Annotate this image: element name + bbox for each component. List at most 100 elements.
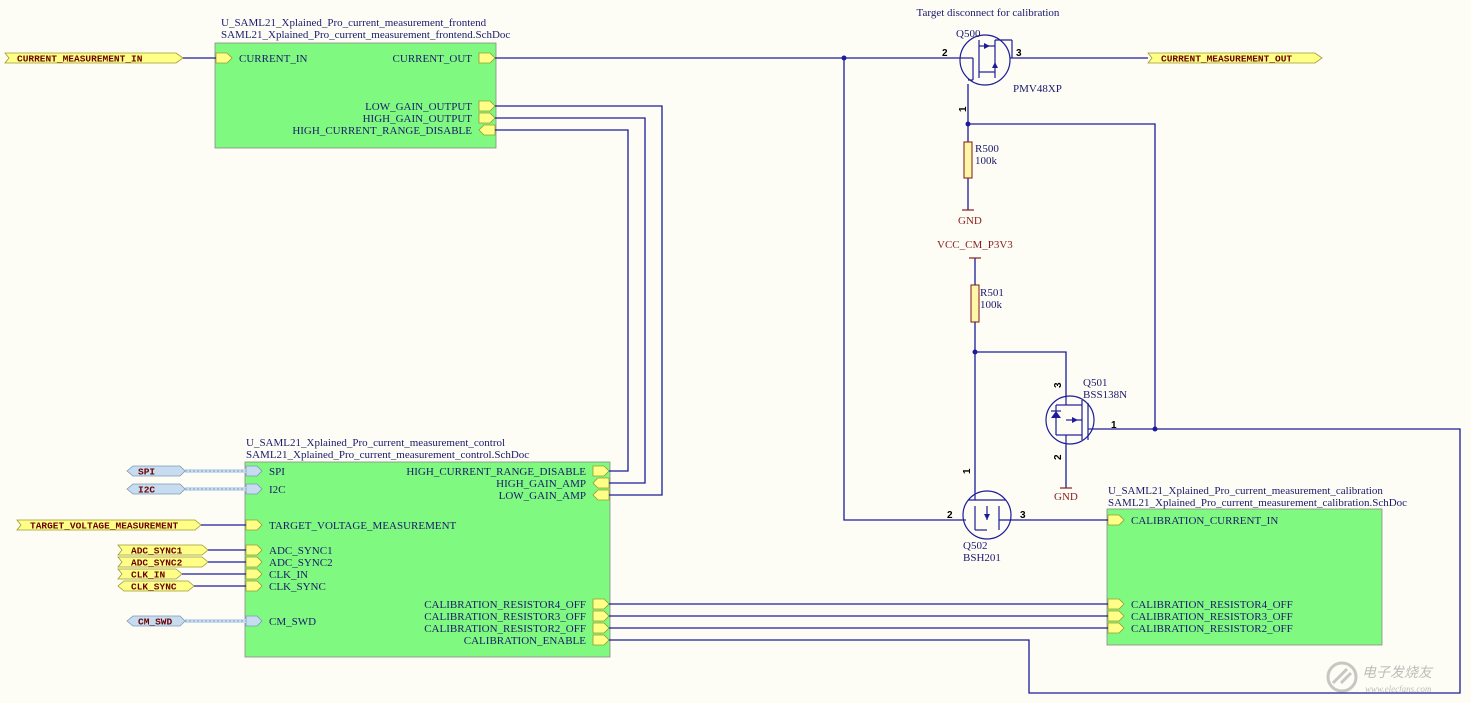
- entry-cal-sheet-r4-off: CALIBRATION_RESISTOR4_OFF: [1131, 599, 1293, 611]
- svg-text:SPI: SPI: [138, 467, 155, 478]
- entry-cal-current-in: CALIBRATION_CURRENT_IN: [1131, 515, 1278, 527]
- svg-text:CLK_IN: CLK_IN: [131, 570, 166, 581]
- sheet-control[interactable]: U_SAML21_Xplained_Pro_current_measuremen…: [244, 437, 611, 658]
- q501-value: BSS138N: [1083, 389, 1127, 401]
- wires: [182, 57, 1461, 694]
- port-target-voltage-measurement[interactable]: TARGET_VOLTAGE_MEASUREMENT: [16, 519, 202, 532]
- sheet-calibration[interactable]: U_SAML21_Xplained_Pro_current_measuremen…: [1106, 485, 1407, 646]
- sheet-frontend-file: SAML21_Xplained_Pro_current_measurement_…: [221, 29, 510, 41]
- entry-low-gain-amp: LOW_GAIN_AMP: [499, 490, 586, 502]
- entry-i2c-marker: [245, 483, 263, 495]
- resistor-r501[interactable]: R501 100k: [970, 284, 1004, 323]
- entry-low-gain-amp-marker: [592, 489, 610, 501]
- r501-value: 100k: [980, 299, 1003, 311]
- port-spi[interactable]: SPI: [126, 465, 186, 478]
- svg-text:I2C: I2C: [138, 485, 155, 496]
- entry-cal-r4-marker: [592, 598, 610, 610]
- entry-current-out: CURRENT_OUT: [393, 53, 473, 65]
- entry-cal-r3-marker: [592, 610, 610, 622]
- entry-high-current-range-disable-marker: [478, 124, 496, 136]
- sheet-control-designator: U_SAML21_Xplained_Pro_current_measuremen…: [246, 437, 505, 449]
- entry-low-gain-output-marker: [478, 100, 496, 112]
- entry-i2c: I2C: [269, 484, 286, 496]
- sheet-calibration-designator: U_SAML21_Xplained_Pro_current_measuremen…: [1108, 485, 1383, 497]
- sheet-frontend[interactable]: U_SAML21_Xplained_Pro_current_measuremen…: [214, 17, 510, 149]
- gnd2-label: GND: [1054, 491, 1078, 503]
- q502-pin-1: 1: [962, 468, 973, 474]
- entry-adc-sync1: ADC_SYNC1: [269, 545, 333, 557]
- port-adc-sync2[interactable]: ADC_SYNC2: [117, 556, 209, 569]
- entry-cal-sheet-r2-off: CALIBRATION_RESISTOR2_OFF: [1131, 623, 1293, 635]
- sheet-calibration-body: [1106, 508, 1383, 646]
- resistor-r500[interactable]: R500 100k: [963, 141, 999, 179]
- entry-cal-sheet-r4-marker: [1107, 598, 1125, 610]
- entry-high-gain-output: HIGH_GAIN_OUTPUT: [363, 113, 473, 125]
- svg-text:ADC_SYNC2: ADC_SYNC2: [131, 558, 183, 569]
- port-current-measurement-in[interactable]: CURRENT_MEASUREMENT_IN: [4, 52, 184, 65]
- q500-pin-3: 3: [1016, 48, 1022, 59]
- sheet-frontend-designator: U_SAML21_Xplained_Pro_current_measuremen…: [221, 17, 487, 29]
- entry-control-high-current-range-disable: HIGH_CURRENT_RANGE_DISABLE: [406, 466, 586, 478]
- entry-clk-in-marker: [245, 568, 263, 580]
- entry-adc-sync1-marker: [245, 544, 263, 556]
- svg-text:CURRENT_MEASUREMENT_IN: CURRENT_MEASUREMENT_IN: [17, 54, 143, 65]
- power-vcc: VCC_CM_P3V3: [937, 239, 1013, 259]
- entry-adc-sync2-marker: [245, 556, 263, 568]
- mosfet-q501[interactable]: Q501 BSS138N 3 2 1: [1045, 377, 1127, 460]
- port-current-measurement-out[interactable]: CURRENT_MEASUREMENT_OUT: [1147, 52, 1323, 65]
- q500-pin-2: 2: [942, 48, 948, 59]
- svg-text:CLK_SYNC: CLK_SYNC: [131, 582, 177, 593]
- q502-ref: Q502: [963, 540, 987, 552]
- sheet-control-file: SAML21_Xplained_Pro_current_measurement_…: [246, 449, 529, 461]
- svg-text:CM_SWD: CM_SWD: [138, 617, 173, 628]
- entry-target-voltage-measurement: TARGET_VOLTAGE_MEASUREMENT: [269, 520, 457, 532]
- entry-current-out-marker: [478, 52, 496, 64]
- port-adc-sync1[interactable]: ADC_SYNC1: [117, 544, 209, 557]
- watermark-cn: 电子发烧友: [1362, 665, 1434, 681]
- q500-pin-1: 1: [958, 106, 969, 112]
- junction-dot: [972, 349, 978, 355]
- entry-cal-r2-marker: [592, 622, 610, 634]
- entry-low-gain-output: LOW_GAIN_OUTPUT: [365, 101, 472, 113]
- r500-ref: R500: [975, 143, 999, 155]
- vcc-label: VCC_CM_P3V3: [937, 239, 1013, 251]
- entry-cm-swd: CM_SWD: [269, 616, 316, 628]
- entry-high-current-range-disable: HIGH_CURRENT_RANGE_DISABLE: [292, 125, 472, 137]
- entry-current-in-marker: [215, 52, 233, 64]
- q501-pin-3: 3: [1053, 382, 1064, 388]
- entry-adc-sync2: ADC_SYNC2: [269, 557, 333, 569]
- svg-text:TARGET_VOLTAGE_MEASUREMENT: TARGET_VOLTAGE_MEASUREMENT: [30, 521, 179, 532]
- gnd-symbol-2: GND: [1054, 487, 1078, 503]
- port-cm-swd[interactable]: CM_SWD: [126, 615, 186, 628]
- watermark-url: www.elecfans.com: [1365, 684, 1432, 694]
- q500-ref: Q500: [956, 28, 981, 40]
- mosfet-q500[interactable]: Q500 PMV48XP 2 3 1: [942, 28, 1062, 112]
- entry-clk-sync-marker: [245, 580, 263, 592]
- port-clk-in[interactable]: CLK_IN: [117, 568, 183, 581]
- mosfet-q502[interactable]: Q502 BSH201 1 2 3: [947, 468, 1026, 564]
- q501-pin-1: 1: [1111, 420, 1117, 431]
- q502-pin-2: 2: [947, 510, 953, 521]
- entry-high-gain-output-marker: [478, 112, 496, 124]
- q502-pin-3: 3: [1020, 510, 1026, 521]
- port-i2c[interactable]: I2C: [126, 483, 186, 496]
- gnd1-label: GND: [958, 215, 982, 227]
- entry-cal-enable: CALIBRATION_ENABLE: [464, 635, 586, 647]
- watermark-logo: 电子发烧友 www.elecfans.com: [1326, 661, 1434, 694]
- port-clk-sync[interactable]: CLK_SYNC: [117, 580, 195, 593]
- entry-high-gain-amp-marker: [592, 477, 610, 489]
- entry-spi-marker: [245, 465, 263, 477]
- q501-pin-2: 2: [1053, 454, 1064, 460]
- q501-ref: Q501: [1083, 377, 1107, 389]
- entry-control-cal-r3-off: CALIBRATION_RESISTOR3_OFF: [424, 611, 586, 623]
- sheet-frontend-body: [214, 42, 497, 149]
- entry-hcrd-marker: [592, 465, 610, 477]
- r500-value: 100k: [975, 155, 998, 167]
- junction-dot: [841, 55, 847, 61]
- q500-value: PMV48XP: [1013, 83, 1062, 95]
- svg-text:CURRENT_MEASUREMENT_OUT: CURRENT_MEASUREMENT_OUT: [1161, 54, 1292, 65]
- entry-clk-sync: CLK_SYNC: [269, 581, 326, 593]
- entry-control-cal-r2-off: CALIBRATION_RESISTOR2_OFF: [424, 623, 586, 635]
